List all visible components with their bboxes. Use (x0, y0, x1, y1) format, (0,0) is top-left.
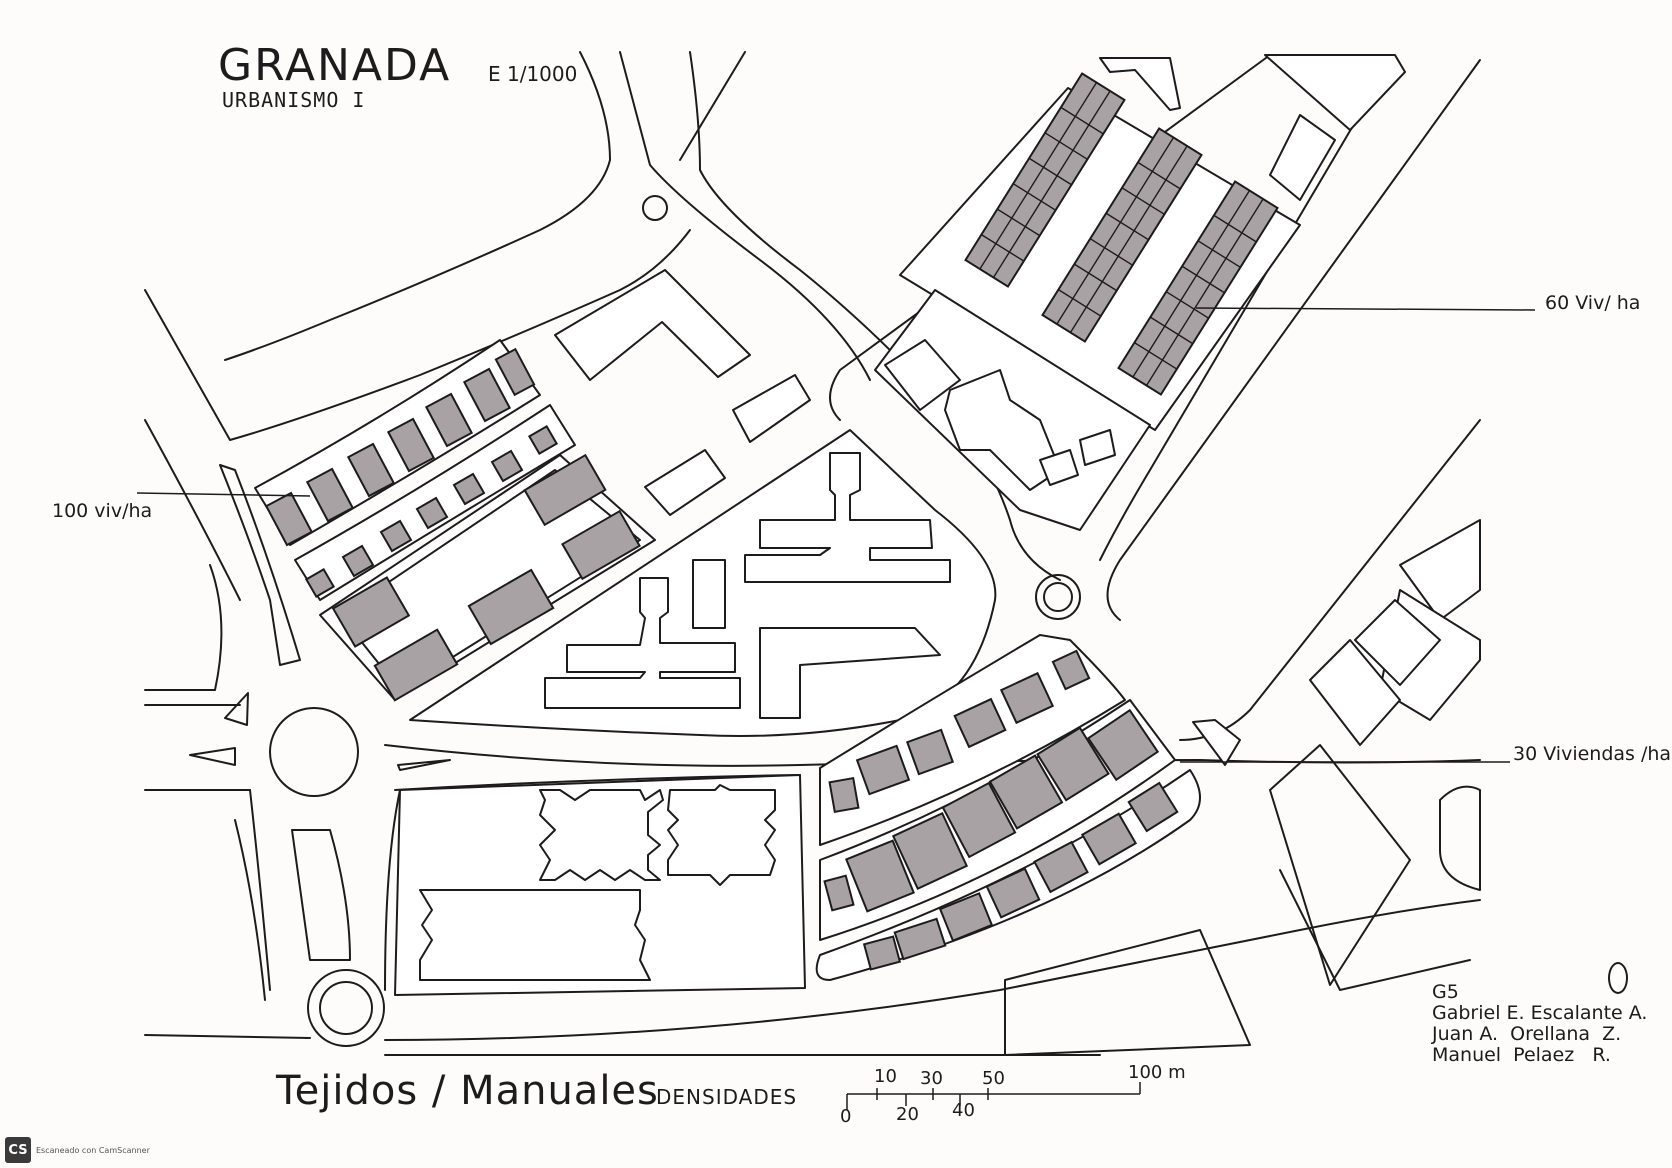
scale-tick-20: 20 (896, 1104, 919, 1125)
credits-group: G5 (1432, 981, 1459, 1003)
density-label-100: 100 viv/ha (52, 500, 153, 522)
block-60-viv-ha (899, 54, 1406, 431)
block-far-east (1309, 519, 1481, 746)
sheet-mark-icon (1608, 962, 1628, 994)
map-title: GRANADA (218, 40, 452, 91)
scale-tick-0: 0 (840, 1106, 852, 1127)
scale-tick-30: 30 (920, 1068, 943, 1089)
credits-member: Manuel Pelaez R. (1432, 1044, 1611, 1066)
credits-member: Juan A. Orellana Z. (1432, 1023, 1622, 1045)
map-subtitle: URBANISMO I (222, 88, 366, 112)
block-south-west (394, 774, 806, 996)
block-central (409, 269, 997, 737)
leader-line-60 (1195, 307, 1536, 311)
scale-bar (846, 1082, 1141, 1110)
road-network (144, 51, 1481, 1056)
scanner-watermark: Escaneado con CamScanner (36, 1146, 150, 1155)
credits-member: Gabriel E. Escalante A. (1432, 1002, 1648, 1024)
density-label-30: 30 Viviendas /ha (1513, 743, 1672, 765)
scale-tick-10: 10 (874, 1066, 897, 1087)
scale-unit-label: 100 m (1128, 1062, 1186, 1083)
block-100-viv-ha (254, 339, 656, 702)
scale-note: E 1/1000 (488, 62, 578, 86)
footer-title: Tejidos / Manuales (276, 1068, 659, 1114)
density-label-60: 60 Viv/ ha (1545, 292, 1641, 314)
footer-subtitle: DENSIDADES (656, 1085, 798, 1109)
credits-block: G5 Gabriel E. Escalante A. Juan A. Orell… (1432, 982, 1647, 1066)
scale-tick-50: 50 (982, 1068, 1005, 1089)
leader-line-100 (136, 492, 311, 497)
scale-tick-40: 40 (952, 1100, 975, 1121)
camscanner-logo-icon: CS (5, 1137, 31, 1163)
block-east-institutional (874, 289, 1151, 531)
block-30-viv-ha (815, 634, 1241, 981)
